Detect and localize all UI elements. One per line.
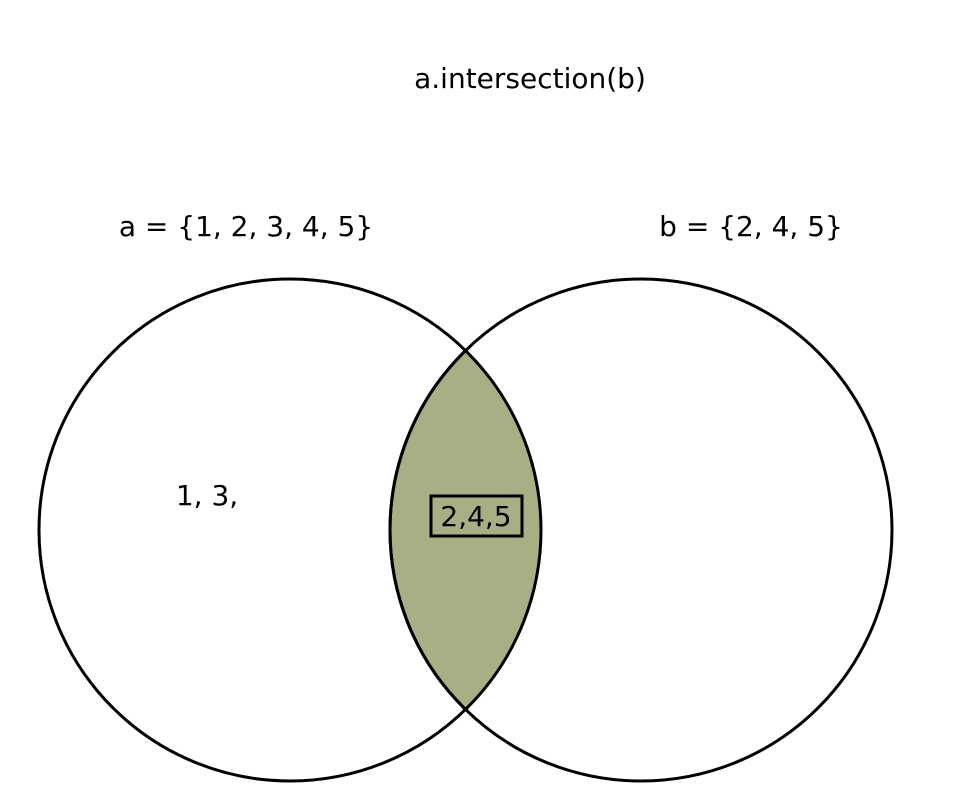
set-b-label: b = {2, 4, 5} — [659, 210, 843, 243]
set-a-only-elements: 1, 3, — [176, 479, 238, 512]
diagram-title: a.intersection(b) — [414, 62, 646, 95]
set-a-circle — [37, 277, 543, 783]
intersection-elements: 2,4,5 — [440, 500, 511, 533]
set-b-circle — [388, 277, 894, 783]
intersection-elements-box — [429, 494, 524, 538]
set-a-label: a = {1, 2, 3, 4, 5} — [119, 210, 373, 243]
